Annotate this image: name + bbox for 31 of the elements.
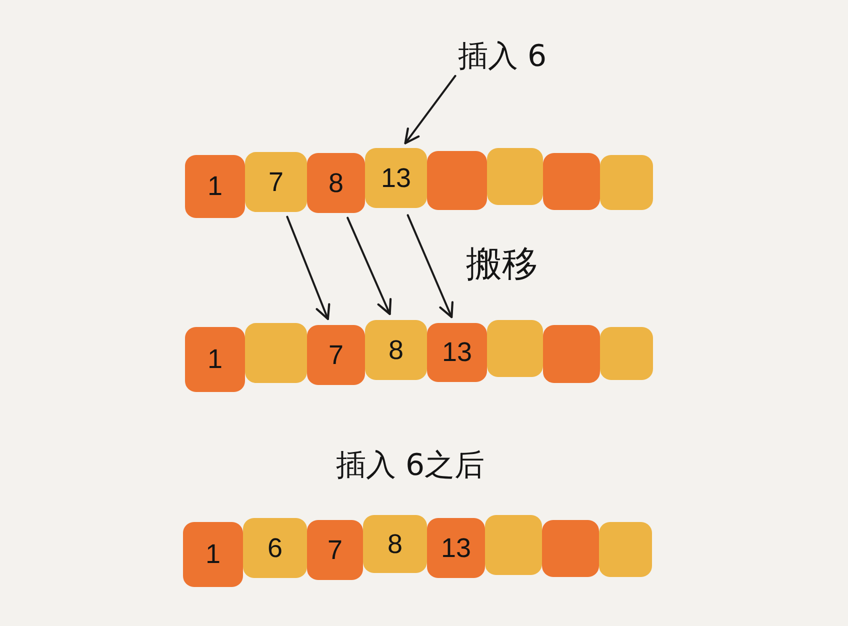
array-cell: 1 <box>183 522 243 587</box>
array-cell <box>600 155 653 210</box>
row-heading: 插入 6之后 <box>336 449 485 484</box>
array-cell: 6 <box>243 518 307 578</box>
array-cell <box>487 320 543 377</box>
array-cell: 13 <box>427 518 485 578</box>
array-cell: 13 <box>427 323 487 382</box>
arrow <box>286 216 330 320</box>
array-cell <box>485 515 542 575</box>
array-cell <box>487 148 543 205</box>
arrow <box>406 214 454 318</box>
array-cell: 7 <box>307 325 365 385</box>
array-cell <box>245 323 307 383</box>
array-cell <box>600 327 653 380</box>
array-cell: 1 <box>185 327 245 392</box>
array-cell: 8 <box>365 320 427 380</box>
array-cell <box>599 522 652 577</box>
array-cell: 7 <box>245 152 307 212</box>
callout-text: 插入 6 <box>458 40 547 74</box>
array-cell: 8 <box>307 153 365 213</box>
arrow <box>346 216 392 316</box>
array-cell: 1 <box>185 155 245 218</box>
array-cell: 13 <box>365 148 427 208</box>
array-cell: 7 <box>307 520 363 580</box>
array-cell <box>543 153 600 210</box>
step-label: 搬移 <box>466 244 538 286</box>
arrow <box>404 74 456 144</box>
array-cell <box>542 520 599 577</box>
array-cell: 8 <box>363 515 427 573</box>
array-cell <box>427 151 487 210</box>
array-cell <box>543 325 600 383</box>
